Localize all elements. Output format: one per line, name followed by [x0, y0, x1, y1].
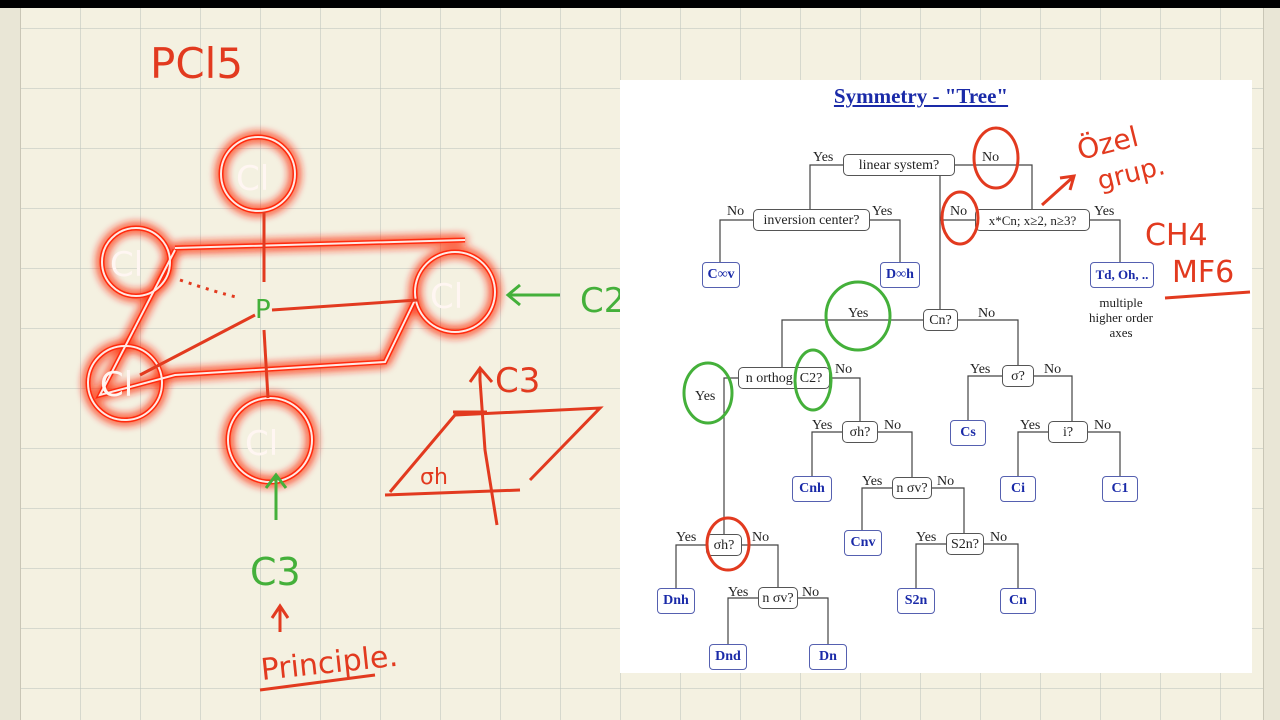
- no-label: No: [982, 150, 1000, 165]
- no-label: No: [990, 530, 1008, 545]
- c3-axis-label-bottom: C3: [250, 550, 301, 594]
- atom-cl-left: Cl: [110, 245, 143, 285]
- c2-axis-label: C2: [580, 281, 625, 321]
- q-linear-system: linear system?: [843, 154, 955, 176]
- page-edge-right: [1263, 8, 1280, 720]
- yes-label: Yes: [813, 150, 834, 165]
- group-dnd: Dnd: [709, 644, 747, 670]
- sigma-plane-sketch: [259, 365, 604, 692]
- atom-cl-bottom: Cl: [245, 424, 278, 464]
- yes-label: Yes: [916, 530, 937, 545]
- symmetry-tree-panel: [620, 80, 1252, 673]
- q-n-sigma-v-a: n σv?: [892, 477, 932, 499]
- c3-axis-label: C3: [495, 361, 540, 401]
- no-label: No: [937, 474, 955, 489]
- no-label: No: [835, 362, 853, 377]
- group-cnv: Cnv: [844, 530, 882, 556]
- page-edge-left: [0, 8, 21, 720]
- yes-label: Yes: [676, 530, 697, 545]
- molecule-bonds: [139, 212, 419, 399]
- no-label: No: [802, 585, 820, 600]
- q-sigma: σ?: [1002, 365, 1034, 387]
- q-cn: Cn?: [923, 309, 958, 331]
- yes-label: Yes: [728, 585, 749, 600]
- q-inversion-center: inversion center?: [753, 209, 870, 231]
- atom-cl-front: Cl: [100, 365, 133, 405]
- q-multiple-axes: x*Cn; x≥2, n≥3?: [975, 209, 1090, 231]
- q-sigma-h-a: σh?: [842, 421, 878, 443]
- group-dn: Dn: [809, 644, 847, 670]
- group-cs: Cs: [950, 420, 986, 446]
- group-s2n: S2n: [897, 588, 935, 614]
- note-multiple-axes: multiple higher order axes: [1089, 295, 1153, 340]
- no-label: No: [950, 204, 968, 219]
- yes-label: Yes: [970, 362, 991, 377]
- group-ci: Ci: [1000, 476, 1036, 502]
- atom-p: P: [255, 295, 271, 325]
- group-td-oh: Td, Oh, ..: [1090, 262, 1154, 288]
- sigma-h-label: σh: [420, 465, 448, 490]
- no-label: No: [884, 418, 902, 433]
- atom-cl-right: Cl: [430, 277, 463, 317]
- tree-title: Symmetry - "Tree": [833, 84, 1009, 108]
- yes-label: Yes: [812, 418, 833, 433]
- group-cn: Cn: [1000, 588, 1036, 614]
- group-cnh: Cnh: [792, 476, 832, 502]
- no-label: No: [1044, 362, 1062, 377]
- no-label: No: [1094, 418, 1112, 433]
- no-label: No: [978, 306, 996, 321]
- yes-label: Yes: [1094, 204, 1115, 219]
- q-n-orthog-c2: n orthog. C2?: [738, 367, 830, 389]
- annotation-ch4: CH4: [1145, 218, 1208, 253]
- group-dinfh: D∞h: [880, 262, 920, 288]
- yes-label: Yes: [848, 306, 869, 321]
- yes-label: Yes: [872, 204, 893, 219]
- q-i: i?: [1048, 421, 1088, 443]
- yes-label: Yes: [695, 389, 716, 404]
- no-label: No: [727, 204, 745, 219]
- page-title: PCl5: [150, 39, 243, 88]
- yes-label: Yes: [1020, 418, 1041, 433]
- yes-label: Yes: [862, 474, 883, 489]
- annotation-mf6: MF6: [1172, 255, 1234, 290]
- group-c1: C1: [1102, 476, 1138, 502]
- group-dnh: Dnh: [657, 588, 695, 614]
- q-s2n: S2n?: [946, 533, 984, 555]
- group-cinfv: C∞v: [702, 262, 740, 288]
- atom-cl-top: Cl: [236, 159, 269, 199]
- no-label: No: [752, 530, 770, 545]
- q-n-sigma-v-b: n σv?: [758, 587, 798, 609]
